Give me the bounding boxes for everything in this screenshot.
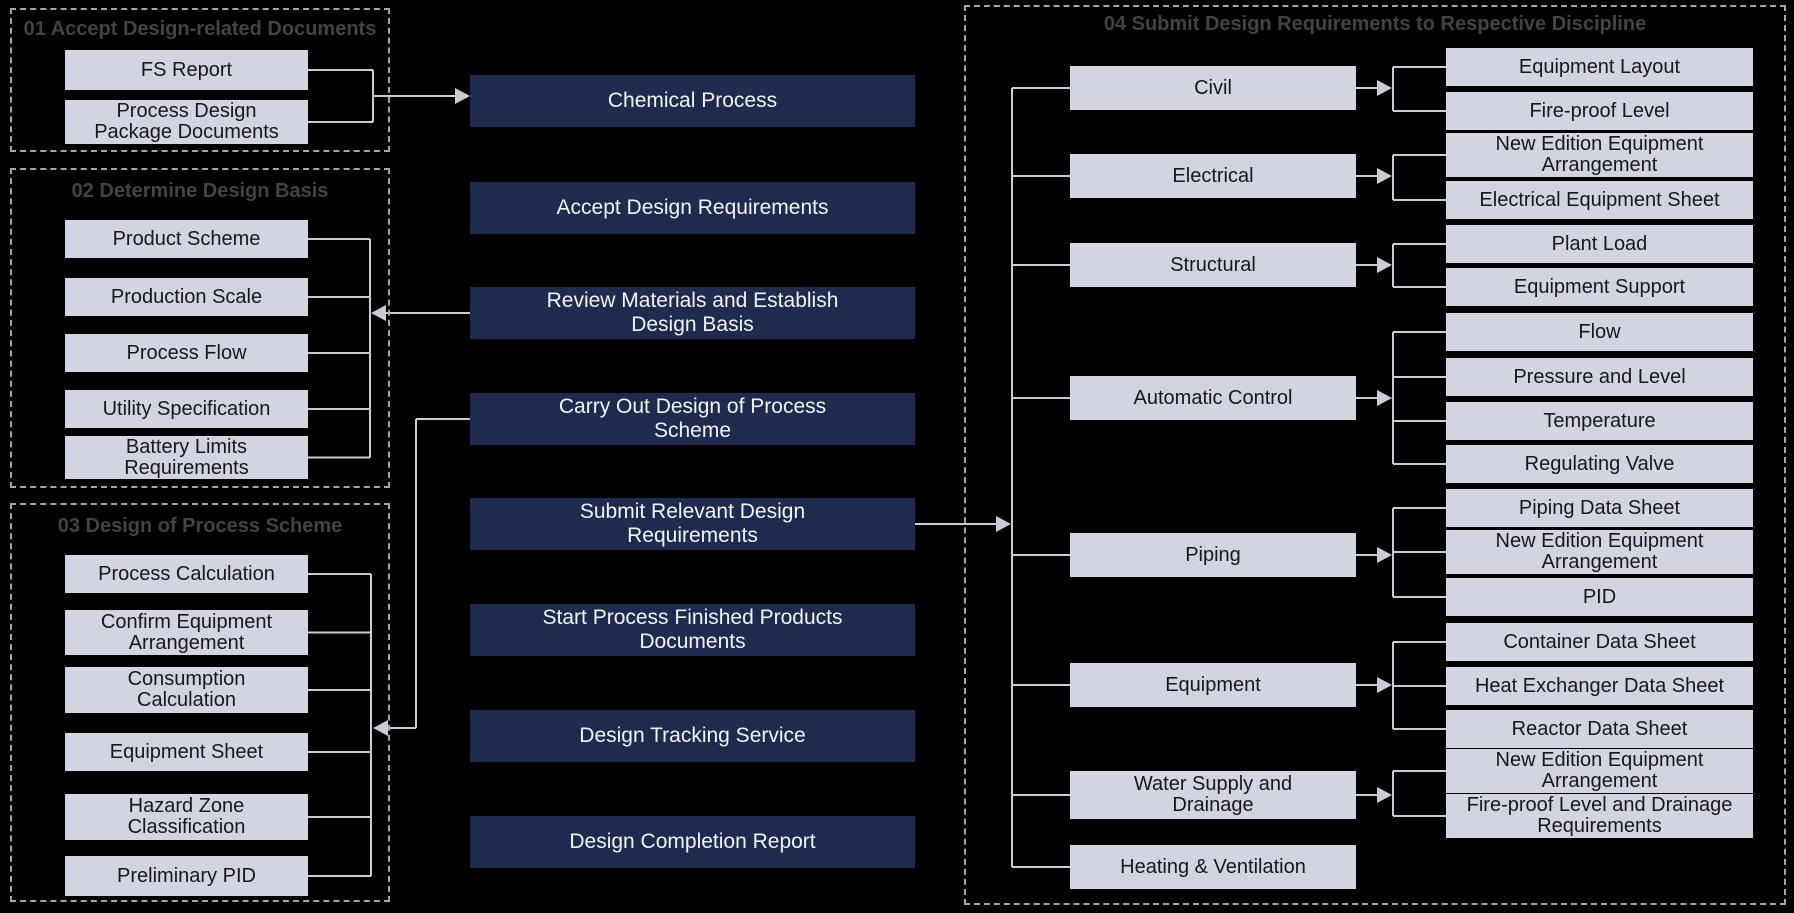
deliverable-piping-data-sheet: Piping Data Sheet xyxy=(1446,489,1753,527)
deliverable-new-edition-equipment-arrangement: New Edition Equipment Arrangement xyxy=(1446,133,1753,177)
arrowhead-icon xyxy=(1377,257,1392,273)
arrowhead-icon xyxy=(1377,787,1392,803)
discipline-equipment: Equipment xyxy=(1070,663,1356,707)
process-step-submit-relevant-design-requirements: Submit Relevant Design Requirements xyxy=(470,498,915,550)
deliverable-new-edition-equipment-arrangement-1: New Edition Equipment Arrangement xyxy=(1446,530,1753,574)
doc-item-hazard-zone-classification: Hazard Zone Classification xyxy=(65,794,308,840)
discipline-structural: Structural xyxy=(1070,243,1356,287)
discipline-piping: Piping xyxy=(1070,533,1356,577)
section-04-title: 04 Submit Design Requirements to Respect… xyxy=(1103,13,1647,35)
section-02-title: 02 Determine Design Basis xyxy=(71,180,329,202)
doc-item-product-scheme: Product Scheme xyxy=(65,220,308,258)
section-03: 03 Design of Process Scheme xyxy=(10,503,390,902)
arrowhead-icon xyxy=(1377,677,1392,693)
doc-item-production-scale: Production Scale xyxy=(65,278,308,316)
arrowhead-icon xyxy=(371,305,386,321)
doc-item-utility-specification: Utility Specification xyxy=(65,390,308,428)
discipline-water-supply-and-drainage: Water Supply and Drainage xyxy=(1070,771,1356,819)
process-step-design-tracking-service: Design Tracking Service xyxy=(470,710,915,762)
deliverable-electrical-equipment-sheet: Electrical Equipment Sheet xyxy=(1446,181,1753,219)
doc-item-confirm-equipment-arrangement: Confirm Equipment Arrangement xyxy=(65,610,308,655)
arrowhead-icon xyxy=(1377,80,1392,96)
doc-item-equipment-sheet: Equipment Sheet xyxy=(65,733,308,771)
process-step-start-process-finished-products-documents: Start Process Finished Products Document… xyxy=(470,604,915,656)
section-01: 01 Accept Design-related Documents xyxy=(10,8,390,152)
doc-item-battery-limits-requirements: Battery Limits Requirements xyxy=(65,436,308,479)
section-03-title: 03 Design of Process Scheme xyxy=(57,515,343,537)
deliverable-equipment-layout: Equipment Layout xyxy=(1446,48,1753,86)
deliverable-container-data-sheet: Container Data Sheet xyxy=(1446,623,1753,661)
arrowhead-icon xyxy=(1377,547,1392,563)
section-02: 02 Determine Design Basis xyxy=(10,168,390,488)
arrowhead-icon xyxy=(455,88,470,104)
deliverable-plant-load: Plant Load xyxy=(1446,225,1753,263)
discipline-electrical: Electrical xyxy=(1070,154,1356,198)
deliverable-equipment-support: Equipment Support xyxy=(1446,268,1753,306)
deliverable-pid: PID xyxy=(1446,578,1753,616)
deliverable-pressure-and-level: Pressure and Level xyxy=(1446,358,1753,396)
doc-item-consumption-calculation: Consumption Calculation xyxy=(65,667,308,713)
deliverable-fire-proof-level-and-drainage-requirements: Fire-proof Level and Drainage Requiremen… xyxy=(1446,794,1753,838)
deliverable-flow: Flow xyxy=(1446,313,1753,351)
deliverable-temperature: Temperature xyxy=(1446,402,1753,440)
discipline-heating-ventilation: Heating & Ventilation xyxy=(1070,845,1356,889)
process-step-carry-out-design-of-process-scheme: Carry Out Design of Process Scheme xyxy=(470,393,915,445)
process-step-accept-design-requirements: Accept Design Requirements xyxy=(470,182,915,234)
deliverable-regulating-valve: Regulating Valve xyxy=(1446,445,1753,483)
process-step-review-materials-and-establish-design-basis: Review Materials and Establish Design Ba… xyxy=(470,287,915,339)
arrowhead-icon xyxy=(373,720,388,736)
doc-item-fs-report: FS Report xyxy=(65,50,308,90)
doc-item-process-calculation: Process Calculation xyxy=(65,555,308,593)
discipline-civil: Civil xyxy=(1070,66,1356,110)
deliverable-new-edition-equipment-arrangement-2: New Edition Equipment Arrangement xyxy=(1446,749,1753,793)
doc-item-preliminary-pid: Preliminary PID xyxy=(65,856,308,896)
deliverable-fire-proof-level: Fire-proof Level xyxy=(1446,92,1753,130)
arrowhead-icon xyxy=(996,516,1011,532)
arrowhead-icon xyxy=(1377,390,1392,406)
process-step-design-completion-report: Design Completion Report xyxy=(470,816,915,868)
section-04: 04 Submit Design Requirements to Respect… xyxy=(964,5,1786,905)
deliverable-heat-exchanger-data-sheet: Heat Exchanger Data Sheet xyxy=(1446,667,1753,705)
process-step-chemical-process: Chemical Process xyxy=(470,75,915,127)
doc-item-process-flow: Process Flow xyxy=(65,334,308,372)
doc-item-process-design-package-documents: Process Design Package Documents xyxy=(65,100,308,144)
discipline-automatic-control: Automatic Control xyxy=(1070,376,1356,420)
deliverable-reactor-data-sheet: Reactor Data Sheet xyxy=(1446,710,1753,748)
arrowhead-icon xyxy=(1377,168,1392,184)
section-01-title: 01 Accept Design-related Documents xyxy=(23,18,377,40)
